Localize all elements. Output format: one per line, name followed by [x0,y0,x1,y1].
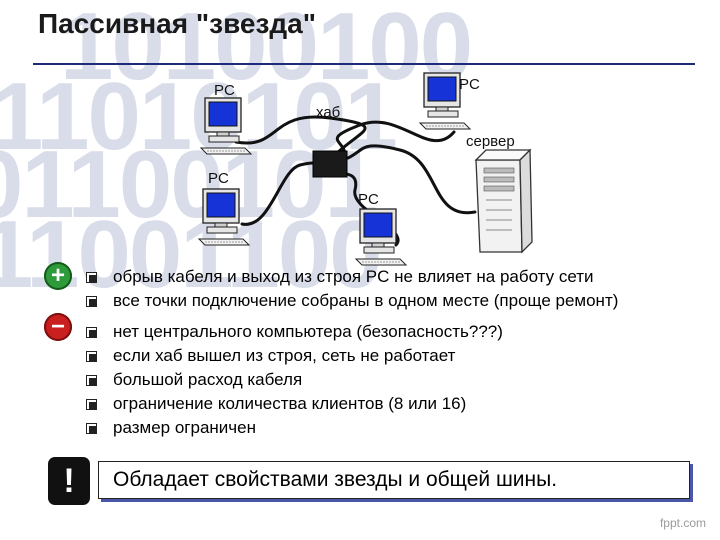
label-pc-top-left: PC [214,82,235,99]
checkbox-bullet-icon [86,351,97,362]
checkbox-bullet-icon [86,399,97,410]
checkbox-bullet-icon [86,272,97,283]
network-diagram [198,72,533,266]
label-pc-top-right: PC [459,76,480,93]
con-item-text: нет центрального компьютера (безопасност… [113,322,503,341]
list-item: ограничение количества клиентов (8 или 1… [86,392,503,416]
checkbox-bullet-icon [86,375,97,386]
list-item: нет центрального компьютера (безопасност… [86,320,503,344]
list-item: большой расход кабеля [86,368,503,392]
summary-box: Обладает свойствами звезды и общей шины. [98,461,690,499]
con-item-text: размер ограничен [113,418,256,437]
pros-list: обрыв кабеля и выход из строя PC не влия… [86,265,618,313]
checkbox-bullet-icon [86,327,97,338]
con-item-text: большой расход кабеля [113,370,303,389]
background-digits-row: 01100101 [0,131,378,238]
label-pc-mid-left: PC [208,170,229,187]
watermark: fppt.com [659,516,706,530]
cons-list: нет центрального компьютера (безопасност… [86,320,503,440]
plus-circle-icon: + [44,262,72,290]
exclamation-icon: ! [48,457,90,505]
checkbox-bullet-icon [86,423,97,434]
label-pc-bottom: PC [358,191,379,208]
title-underline [33,63,695,65]
slide-title: Пассивная "звезда" [38,8,317,39]
list-item: обрыв кабеля и выход из строя PC не влия… [86,265,618,289]
label-hub: хаб [316,104,341,121]
label-server: сервер [466,133,515,150]
cables [234,115,477,247]
list-item: все точки подключение собраны в одном ме… [86,289,618,313]
list-item: если хаб вышел из строя, сеть не работае… [86,344,503,368]
minus-circle-icon: − [44,313,72,341]
pro-item-text: все точки подключение собраны в одном ме… [113,291,619,310]
pc-top-left [200,97,252,155]
summary-text: Обладает свойствами звезды и общей шины. [113,468,558,491]
con-item-text: если хаб вышел из строя, сеть не работае… [113,346,456,365]
pc-mid-left [198,188,250,246]
server-icon [474,148,533,254]
con-item-text: ограничение количества клиентов (8 или 1… [113,394,467,413]
checkbox-bullet-icon [86,296,97,307]
list-item: размер ограничен [86,416,503,440]
background-digits-row: 10100100 [60,0,473,100]
hub-box [312,150,348,178]
pro-item-text: обрыв кабеля и выход из строя PC не влия… [113,267,594,286]
